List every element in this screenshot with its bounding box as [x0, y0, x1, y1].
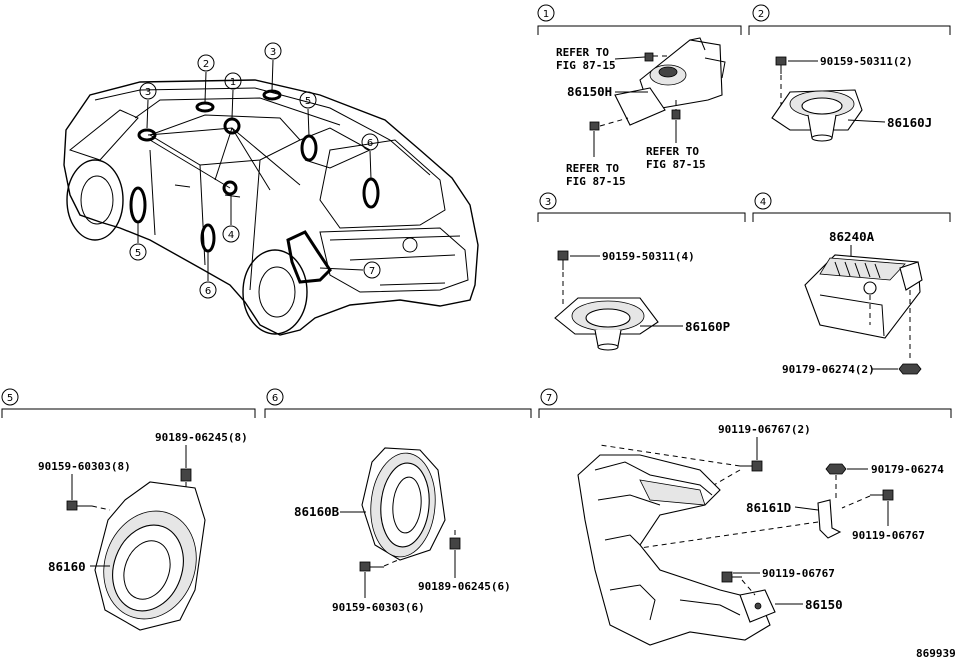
s5-speaker-icon: [94, 481, 206, 631]
s1-refer-a-line2: FIG 87-15: [556, 59, 616, 72]
section-2-number: 2: [758, 9, 764, 20]
s1-screw-left-icon: [589, 121, 600, 131]
s4-nut-label: 90179-06274(2): [782, 363, 875, 376]
section-6: 86160B 90189-06245(6) 90159-60303(6): [294, 447, 511, 614]
s7-bolt-right-icon: [870, 489, 894, 501]
callout-3a: 3: [145, 87, 151, 98]
s7-part-number: 86150: [805, 597, 843, 612]
callout-circle: [139, 82, 157, 100]
s3-bolt-icon: [557, 250, 569, 270]
s6-bolt-label: 90159-60303(6): [332, 601, 425, 614]
s1-refer-c-line2: FIG 87-15: [566, 175, 626, 188]
s3-speaker-icon: [554, 297, 659, 351]
s7-nut-label: 90179-06274: [871, 463, 944, 476]
s2-speaker-icon: [771, 89, 863, 142]
section-6-number: 6: [272, 393, 278, 404]
callout-5-top: 5: [305, 96, 311, 107]
s6-clip-icon: [449, 537, 461, 550]
s5-bolt-label: 90159-60303(8): [38, 460, 131, 473]
callout-3b: 3: [270, 47, 276, 58]
s1-screw-right-icon: [671, 109, 681, 120]
s7-bolt-mid-icon: [721, 571, 742, 583]
s7-subwoofer-box-icon: [577, 454, 776, 646]
s6-part-number: 86160B: [294, 504, 340, 519]
section-2: 90159-50311(2) 86160J: [771, 55, 932, 142]
callout-2: 2: [203, 59, 209, 70]
callout-6-top: 6: [367, 138, 373, 149]
s5-clip-label: 90189-06245(8): [155, 431, 248, 444]
s4-nut-icon: [898, 363, 922, 375]
s7-bolt-top-icon: [740, 460, 763, 472]
section-5-number: 5: [7, 393, 13, 404]
s6-bolt-icon: [359, 561, 384, 572]
section-1: REFER TO FIG 87-15 86150H REFER TO FIG 8…: [556, 37, 726, 188]
s3-part-number: 86160P: [685, 319, 730, 334]
section-4-number: 4: [760, 197, 766, 208]
s7-bolt-mid-label: 90119-06767: [762, 567, 835, 580]
s5-part-number: 86160: [48, 559, 86, 574]
s7-bolt-right-label: 90119-06767: [852, 529, 925, 542]
s5-bolt-icon: [66, 500, 92, 511]
section-3-number: 3: [545, 197, 551, 208]
s6-speaker-icon: [361, 447, 446, 561]
s1-refer-a-line1: REFER TO: [556, 46, 609, 59]
diagram-id: 869939: [916, 647, 956, 660]
section-4: 86240A 90179-06274(2): [782, 229, 923, 376]
s1-screw-top-icon: [644, 52, 654, 62]
s7-bolt-top-label: 90119-06767(2): [718, 423, 811, 436]
callout-1: 1: [230, 77, 236, 88]
section-5: 90189-06245(8) 90159-60303(8) 86160: [38, 431, 248, 631]
s4-part-number: 86240A: [829, 229, 875, 244]
s2-bolt-icon: [775, 56, 787, 74]
s5-clip-icon: [180, 468, 192, 482]
s3-bolt-label: 90159-50311(4): [602, 250, 695, 263]
s1-refer-b-line1: REFER TO: [646, 145, 699, 158]
s4-amplifier-icon: [804, 254, 923, 339]
callout-7: 7: [369, 266, 375, 277]
callout-4: 4: [228, 230, 234, 241]
s7-nut-icon: [825, 463, 847, 475]
s7-bracket-icon: [817, 499, 842, 539]
section-3: 90159-50311(4) 86160P: [554, 250, 730, 351]
s1-tweeter-unit-icon: [614, 37, 726, 126]
s1-refer-b-line2: FIG 87-15: [646, 158, 706, 171]
callout-6-bottom: 6: [205, 286, 211, 297]
section-7: 90119-06767(2) 90179-06274 8616: [577, 423, 944, 646]
callout-5-bottom: 5: [135, 248, 141, 259]
s1-part-number: 86150H: [567, 84, 612, 99]
section-1-number: 1: [543, 9, 549, 20]
vehicle-callouts: 3 2 1 3 5 6 4 5 6 7: [129, 42, 381, 299]
s2-bolt-label: 90159-50311(2): [820, 55, 913, 68]
s1-refer-c-line1: REFER TO: [566, 162, 619, 175]
s7-bracket-label: 86161D: [746, 500, 791, 515]
s6-clip-label: 90189-06245(6): [418, 580, 511, 593]
section-7-number: 7: [546, 393, 552, 404]
section-frames: 1 2 3 4 5 6 7: [1, 4, 952, 418]
s2-part-number: 86160J: [887, 115, 932, 130]
vehicle-illustration: [63, 79, 479, 336]
